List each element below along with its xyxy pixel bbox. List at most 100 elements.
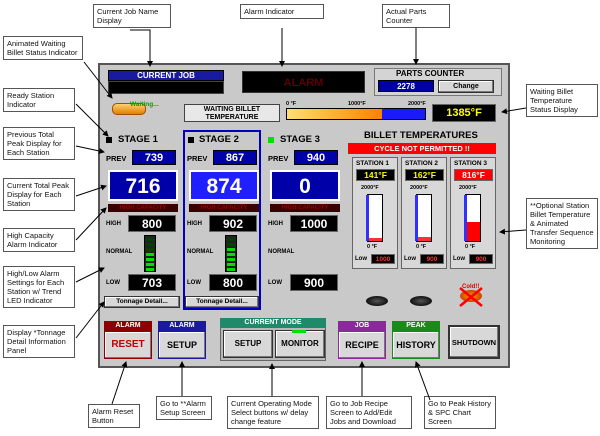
- callout-current-job: Current Job Name Display: [93, 4, 171, 28]
- change-button[interactable]: Change: [438, 80, 494, 93]
- reset-button[interactable]: RESET: [104, 331, 152, 359]
- station-low: 900: [469, 254, 493, 264]
- station-name: STATION 1: [356, 160, 389, 167]
- mode-setup-button[interactable]: SETUP: [223, 330, 273, 358]
- stage-3-prev: 940: [294, 150, 338, 165]
- stage-3-current: 0: [270, 170, 340, 201]
- station-low-label: Low: [453, 256, 465, 262]
- callout-alarm-setup: Go to **Alarm Setup Screen: [156, 396, 212, 420]
- cold-warning-label: Cold!!: [462, 284, 480, 290]
- stage-1-title: STAGE 1: [118, 134, 158, 145]
- stage-1-tonnage-button[interactable]: Tonnage Detail...: [104, 296, 180, 308]
- mode-monitor-button[interactable]: MONITOR: [275, 330, 325, 358]
- station-max: 2000°F: [361, 185, 379, 191]
- callout-alarm-indicator: Alarm Indicator: [240, 4, 324, 19]
- waiting-status: Waiting...: [130, 101, 159, 108]
- station-low: 900: [420, 254, 444, 264]
- stage-2-tonnage-button[interactable]: Tonnage Detail...: [185, 296, 259, 308]
- callout-tonnage-panel: Display *Tonnage Detail Information Pane…: [3, 325, 75, 358]
- station-2-column: STATION 2 162°F 2000°F 0 °F Low 900: [401, 157, 447, 269]
- stage-3-high: 1000: [290, 215, 338, 232]
- parts-count: 2278: [378, 80, 434, 92]
- waiting-billet-icon: [112, 103, 146, 115]
- transfer-pad-1-icon: [366, 296, 388, 306]
- stage-2-low-label: LOW: [187, 280, 201, 286]
- stage-3-capacity: HIGH CAPACITY: [270, 204, 340, 212]
- station-3-column: STATION 3 816°F 2000°F 0 °F Low 900: [450, 157, 496, 269]
- stage-1-high: 800: [128, 215, 176, 232]
- station-gauge-fill: [417, 237, 431, 241]
- waiting-scale-min: 0 °F: [286, 101, 297, 107]
- station-gauge-fill: [466, 222, 480, 241]
- station-low: 1000: [371, 254, 395, 264]
- callout-optional-temp: **Optional Station Billet Temperature & …: [526, 198, 598, 249]
- waiting-scale-max: 2000°F: [408, 101, 426, 107]
- waiting-temp-label: WAITING BILLET TEMPERATURE: [184, 104, 280, 122]
- shutdown-button[interactable]: SHUTDOWN: [448, 325, 500, 359]
- alarm-reset-tag: ALARM: [104, 321, 152, 331]
- station-name: STATION 2: [405, 160, 438, 167]
- cold-x-icon: [459, 287, 483, 307]
- stage-1-low-label: LOW: [106, 280, 120, 286]
- cycle-status-banner: CYCLE NOT PERMITTED !!: [348, 143, 496, 154]
- stage-2-high-label: HIGH: [187, 221, 202, 227]
- peak-tag: PEAK: [392, 321, 440, 331]
- stage-1-prev-label: PREV: [106, 154, 127, 163]
- stage-3-high-label: HIGH: [268, 221, 283, 227]
- station-1-column: STATION 1 141°F 2000°F 0 °F Low 1000: [352, 157, 398, 269]
- station-max: 2000°F: [459, 185, 477, 191]
- ready-indicator-1: [106, 137, 112, 143]
- stage-3-normal-label: NORMAL: [268, 249, 295, 255]
- stage-1-high-label: HIGH: [106, 221, 121, 227]
- stage-3-low: 900: [290, 274, 338, 291]
- alarm-indicator: ALARM: [242, 71, 365, 93]
- stage-1-prev: 739: [132, 150, 176, 165]
- stage-3-prev-label: PREV: [268, 154, 289, 163]
- callout-job-recipe: Go to Job Recipe Screen to Add/Edit Jobs…: [326, 396, 412, 429]
- station-low-label: Low: [355, 256, 367, 262]
- station-min: 0 °F: [416, 244, 427, 250]
- stage-2-normal-label: NORMAL: [187, 249, 214, 255]
- stage-2-capacity: HIGH CAPACITY: [189, 204, 259, 212]
- callout-high-capacity: High Capacity Alarm Indicator: [3, 228, 75, 252]
- waiting-scale-mid: 1000°F: [348, 101, 366, 107]
- waiting-temp-gauge: [286, 108, 426, 120]
- current-job-label: CURRENT JOB: [108, 70, 224, 81]
- callout-current-peak: Current Total Peak Display for Each Stat…: [3, 178, 75, 211]
- stage-2-title: STAGE 2: [199, 134, 239, 145]
- ready-indicator-2: [188, 137, 194, 143]
- stage-2-high: 902: [209, 215, 257, 232]
- stage-1-trend-leds: [144, 235, 156, 272]
- station-temp: 816°F: [454, 169, 493, 181]
- callout-actual-parts: Actual Parts Counter: [382, 4, 450, 28]
- stage-1-panel: STAGE 1 PREV 739 716 HIGH CAPACITY HIGH …: [104, 132, 180, 310]
- stage-1-normal-label: NORMAL: [106, 249, 133, 255]
- callout-animated-waiting: Animated Waiting Billet Status Indicator: [3, 36, 83, 60]
- current-job-display: [108, 81, 224, 94]
- callout-alarm-reset: Alarm Reset Button: [88, 404, 140, 428]
- stage-1-current: 716: [108, 170, 178, 201]
- parts-counter-label: PARTS COUNTER: [396, 69, 465, 78]
- stage-1-capacity: HIGH CAPACITY: [108, 204, 178, 212]
- stage-3-panel: STAGE 3 PREV 940 0 HIGH CAPACITY HIGH 10…: [266, 132, 342, 310]
- alarm-setup-tag: ALARM: [158, 321, 206, 331]
- stage-3-low-label: LOW: [268, 280, 282, 286]
- station-temp: 162°F: [405, 169, 444, 181]
- station-gauge: [464, 194, 481, 242]
- stage-2-current: 874: [189, 170, 259, 201]
- station-min: 0 °F: [465, 244, 476, 250]
- station-gauge: [415, 194, 432, 242]
- station-low-label: Low: [404, 256, 416, 262]
- waiting-temp-fill: [287, 109, 383, 119]
- station-temp: 141°F: [356, 169, 395, 181]
- stage-2-prev: 867: [213, 150, 257, 165]
- history-button[interactable]: HISTORY: [392, 331, 440, 359]
- callout-high-low: High/Low Alarm Settings for Each Station…: [3, 266, 75, 308]
- alarm-setup-button[interactable]: SETUP: [158, 331, 206, 359]
- stage-2-prev-label: PREV: [187, 154, 208, 163]
- station-max: 2000°F: [410, 185, 428, 191]
- ready-indicator-3: [268, 137, 274, 143]
- station-name: STATION 3: [454, 160, 487, 167]
- stage-3-title: STAGE 3: [280, 134, 320, 145]
- recipe-button[interactable]: RECIPE: [338, 331, 386, 359]
